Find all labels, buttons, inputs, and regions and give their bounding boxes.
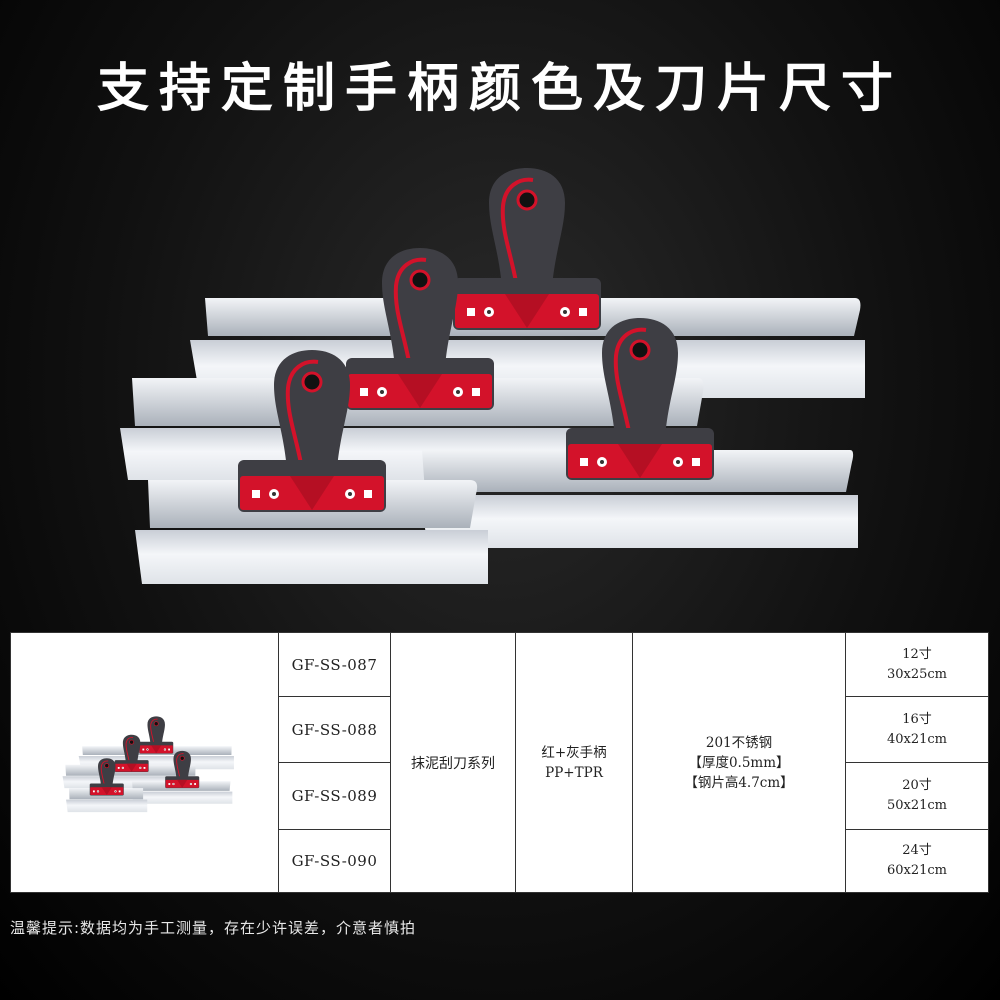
size-dim: 30x25cm: [886, 666, 948, 682]
material-cell: 201不锈钢 【厚度0.5mm】 【钢片高4.7cm】: [632, 632, 846, 893]
series-cell: 抹泥刮刀系列: [390, 632, 516, 893]
handle-cell: 红+灰手柄 PP+TPR: [515, 632, 633, 893]
size-cell: 20寸 50x21cm: [845, 762, 989, 830]
size-dim: 50x21cm: [886, 798, 948, 813]
size-cell: 24寸 60x21cm: [845, 829, 989, 893]
thumbnail-image: [62, 715, 234, 812]
disclaimer-note: 温馨提示:数据均为手工测量，存在少许误差，介意者慎拍: [10, 919, 417, 937]
model-cell: GF-SS-087: [278, 632, 391, 697]
knife-front: [135, 348, 488, 584]
material-thickness: 【厚度0.5mm】: [688, 754, 790, 771]
size-cell: 12寸 30x25cm: [845, 632, 989, 697]
page-title: 支持定制手柄颜色及刀片尺寸: [96, 59, 903, 119]
handle-color: 红+灰手柄: [541, 744, 607, 761]
product-photo: [120, 166, 865, 584]
size-dim: 60x21cm: [886, 863, 948, 878]
material-height: 【钢片高4.7cm】: [684, 774, 794, 791]
size-inch: 20寸: [902, 778, 932, 793]
size-inch: 24寸: [902, 843, 932, 858]
size-inch: 16寸: [902, 711, 932, 727]
material-name: 201不锈钢: [705, 734, 773, 751]
size-dim: 40x21cm: [886, 731, 948, 747]
spec-table: GF-SS-087 抹泥刮刀系列 红+灰手柄 PP+TPR 201不锈钢 【厚度…: [10, 632, 989, 893]
size-cell: 16寸 40x21cm: [845, 696, 989, 763]
model-cell: GF-SS-088: [278, 696, 391, 763]
handle-material: PP+TPR: [545, 764, 603, 781]
model-cell: GF-SS-089: [278, 762, 391, 830]
model-cell: GF-SS-090: [278, 829, 391, 893]
product-thumbnail: [10, 632, 279, 893]
knife-right: [420, 316, 858, 548]
size-inch: 12寸: [902, 646, 932, 662]
